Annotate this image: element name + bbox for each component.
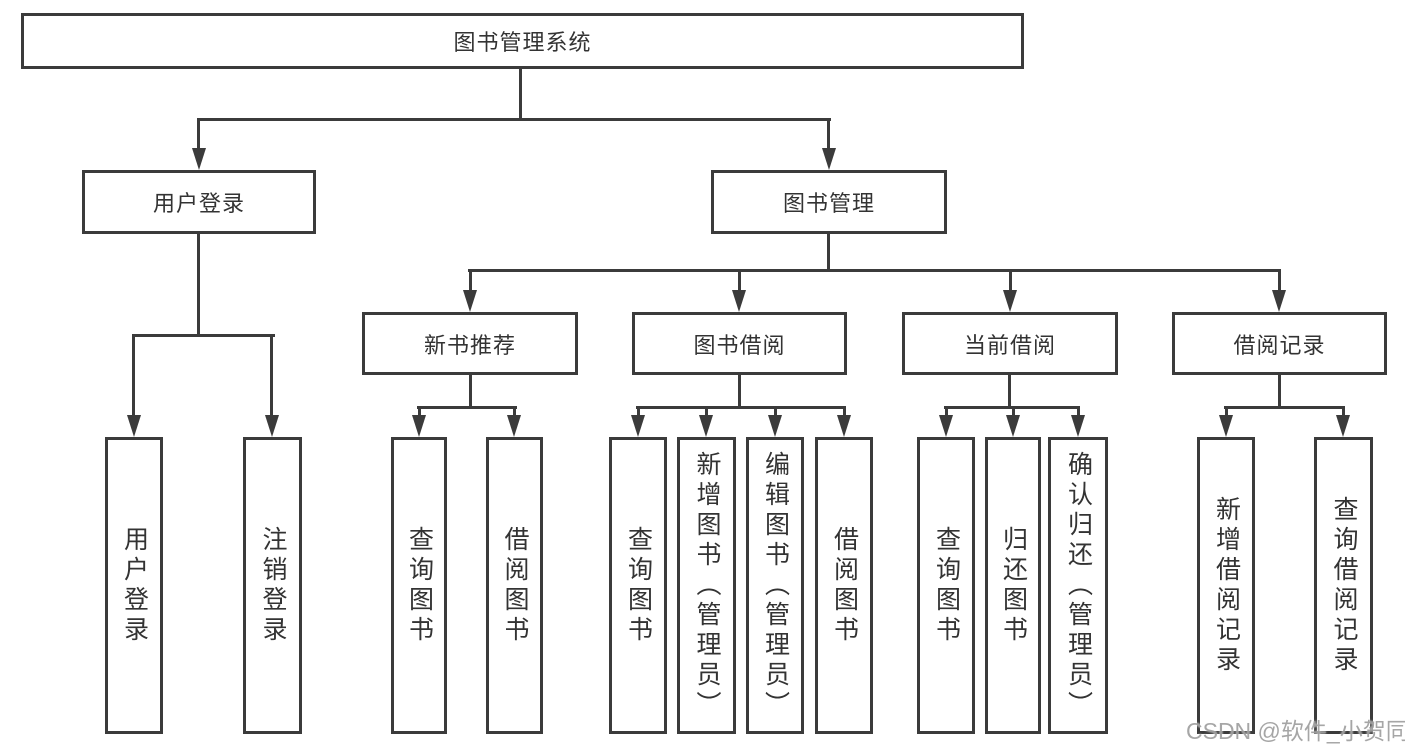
connector-borrowrecord-drop-2 bbox=[1342, 406, 1345, 418]
arrowhead-user-login bbox=[192, 148, 206, 170]
connector-bookmgmt-stem bbox=[827, 234, 830, 272]
leaf-bb-add: 新增图书（管理员） bbox=[677, 437, 736, 734]
connector-borrowrecord-drop-1 bbox=[1225, 406, 1228, 418]
leaf-logout-label: 注销登录 bbox=[259, 525, 287, 646]
connector-bookmgmt-drop-4 bbox=[1278, 269, 1281, 292]
leaf-nb-query: 查询图书 bbox=[391, 437, 447, 734]
leaf-br-query: 查询借阅记录 bbox=[1314, 437, 1373, 734]
connector-newbooks-drop-1 bbox=[418, 406, 421, 418]
arrowhead-cb-confirm bbox=[1071, 415, 1085, 437]
connector-borrowrecord-stem bbox=[1278, 375, 1281, 409]
leaf-bb-borrow-label: 借阅图书 bbox=[830, 525, 859, 646]
leaf-br-query-label: 查询借阅记录 bbox=[1330, 495, 1358, 676]
node-borrow-record-label: 借阅记录 bbox=[1233, 332, 1326, 358]
node-root-label: 图书管理系统 bbox=[453, 30, 592, 55]
leaf-cb-return: 归还图书 bbox=[985, 437, 1041, 734]
connector-userlogin-drop-1 bbox=[132, 334, 135, 417]
leaf-cb-query-label: 查询图书 bbox=[932, 525, 961, 646]
arrowhead-cb-return bbox=[1006, 415, 1020, 437]
arrowhead-nb-borrow bbox=[507, 415, 521, 437]
connector-newbooks-span bbox=[417, 406, 517, 409]
connector-root-drop-left bbox=[197, 118, 200, 150]
connector-currentborrow-drop-3 bbox=[1077, 406, 1080, 418]
connector-userlogin-span bbox=[132, 334, 275, 337]
arrowhead-leaf-logout bbox=[265, 415, 279, 437]
connector-bookmgmt-drop-2 bbox=[738, 269, 741, 292]
connector-newbooks-stem bbox=[469, 375, 472, 409]
connector-root-span bbox=[197, 118, 831, 121]
node-user-login: 用户登录 bbox=[82, 170, 316, 234]
connector-bookborrow-drop-2 bbox=[705, 406, 708, 418]
node-borrow-record: 借阅记录 bbox=[1172, 312, 1387, 375]
arrowhead-leaf-user-login bbox=[127, 415, 141, 437]
arrowhead-cb-query bbox=[939, 415, 953, 437]
connector-userlogin-drop-2 bbox=[270, 334, 273, 417]
connector-bookborrow-drop-4 bbox=[843, 406, 846, 418]
leaf-nb-borrow-label: 借阅图书 bbox=[501, 525, 529, 646]
leaf-bb-query: 查询图书 bbox=[609, 437, 667, 734]
leaf-nb-borrow: 借阅图书 bbox=[486, 437, 543, 734]
leaf-bb-edit-label: 编辑图书（管理员） bbox=[761, 450, 790, 721]
leaf-br-add-label: 新增借阅记录 bbox=[1212, 495, 1241, 676]
connector-bookborrow-stem bbox=[738, 375, 741, 409]
node-new-books-label: 新书推荐 bbox=[423, 332, 516, 358]
connector-currentborrow-drop-2 bbox=[1012, 406, 1015, 418]
leaf-cb-return-label: 归还图书 bbox=[999, 525, 1028, 646]
node-book-mgmt: 图书管理 bbox=[711, 170, 947, 234]
arrowhead-book-mgmt bbox=[822, 148, 836, 170]
arrowhead-bb-borrow bbox=[837, 415, 851, 437]
connector-bookmgmt-span bbox=[468, 269, 1281, 272]
arrowhead-bb-edit bbox=[768, 415, 782, 437]
leaf-br-add: 新增借阅记录 bbox=[1197, 437, 1255, 734]
connector-bookborrow-span bbox=[636, 406, 846, 409]
connector-bookmgmt-drop-1 bbox=[469, 269, 472, 292]
arrowhead-br-query bbox=[1336, 415, 1350, 437]
node-user-login-label: 用户登录 bbox=[152, 191, 245, 216]
leaf-cb-confirm-label: 确认归还（管理员） bbox=[1064, 450, 1093, 721]
node-book-borrow-label: 图书借阅 bbox=[693, 332, 786, 358]
connector-bookmgmt-drop-3 bbox=[1009, 269, 1012, 292]
connector-root-drop-right bbox=[827, 118, 830, 150]
leaf-cb-query: 查询图书 bbox=[917, 437, 975, 734]
leaf-bb-query-label: 查询图书 bbox=[624, 525, 653, 646]
leaf-logout: 注销登录 bbox=[243, 437, 302, 734]
leaf-cb-confirm: 确认归还（管理员） bbox=[1048, 437, 1108, 734]
node-book-mgmt-label: 图书管理 bbox=[782, 191, 875, 216]
leaf-user-login-label: 用户登录 bbox=[120, 525, 149, 646]
leaf-user-login: 用户登录 bbox=[105, 437, 163, 734]
arrowhead-new-books bbox=[463, 290, 477, 312]
arrowhead-current-borrow bbox=[1003, 290, 1017, 312]
connector-currentborrow-drop-1 bbox=[945, 406, 948, 418]
arrowhead-nb-query bbox=[412, 415, 426, 437]
connector-bookborrow-drop-1 bbox=[637, 406, 640, 418]
leaf-bb-add-label: 新增图书（管理员） bbox=[693, 450, 721, 721]
node-book-borrow: 图书借阅 bbox=[632, 312, 847, 375]
connector-userlogin-stem bbox=[197, 234, 200, 337]
arrowhead-bb-query bbox=[631, 415, 645, 437]
leaf-bb-borrow: 借阅图书 bbox=[815, 437, 873, 734]
leaf-nb-query-label: 查询图书 bbox=[405, 525, 434, 646]
arrowhead-bb-add bbox=[699, 415, 713, 437]
csdn-watermark: CSDN @软件_小贺同学 bbox=[1186, 718, 1405, 744]
node-root: 图书管理系统 bbox=[21, 13, 1024, 69]
connector-currentborrow-stem bbox=[1008, 375, 1011, 409]
arrowhead-book-borrow bbox=[732, 290, 746, 312]
node-new-books: 新书推荐 bbox=[362, 312, 578, 375]
leaf-bb-edit: 编辑图书（管理员） bbox=[746, 437, 804, 734]
arrowhead-borrow-record bbox=[1272, 290, 1286, 312]
connector-root-stem bbox=[519, 69, 522, 120]
connector-newbooks-drop-2 bbox=[513, 406, 516, 418]
connector-bookborrow-drop-3 bbox=[774, 406, 777, 418]
connector-borrowrecord-span bbox=[1224, 406, 1345, 409]
arrowhead-br-add bbox=[1219, 415, 1233, 437]
node-current-borrow: 当前借阅 bbox=[902, 312, 1118, 375]
node-current-borrow-label: 当前借阅 bbox=[963, 332, 1056, 358]
